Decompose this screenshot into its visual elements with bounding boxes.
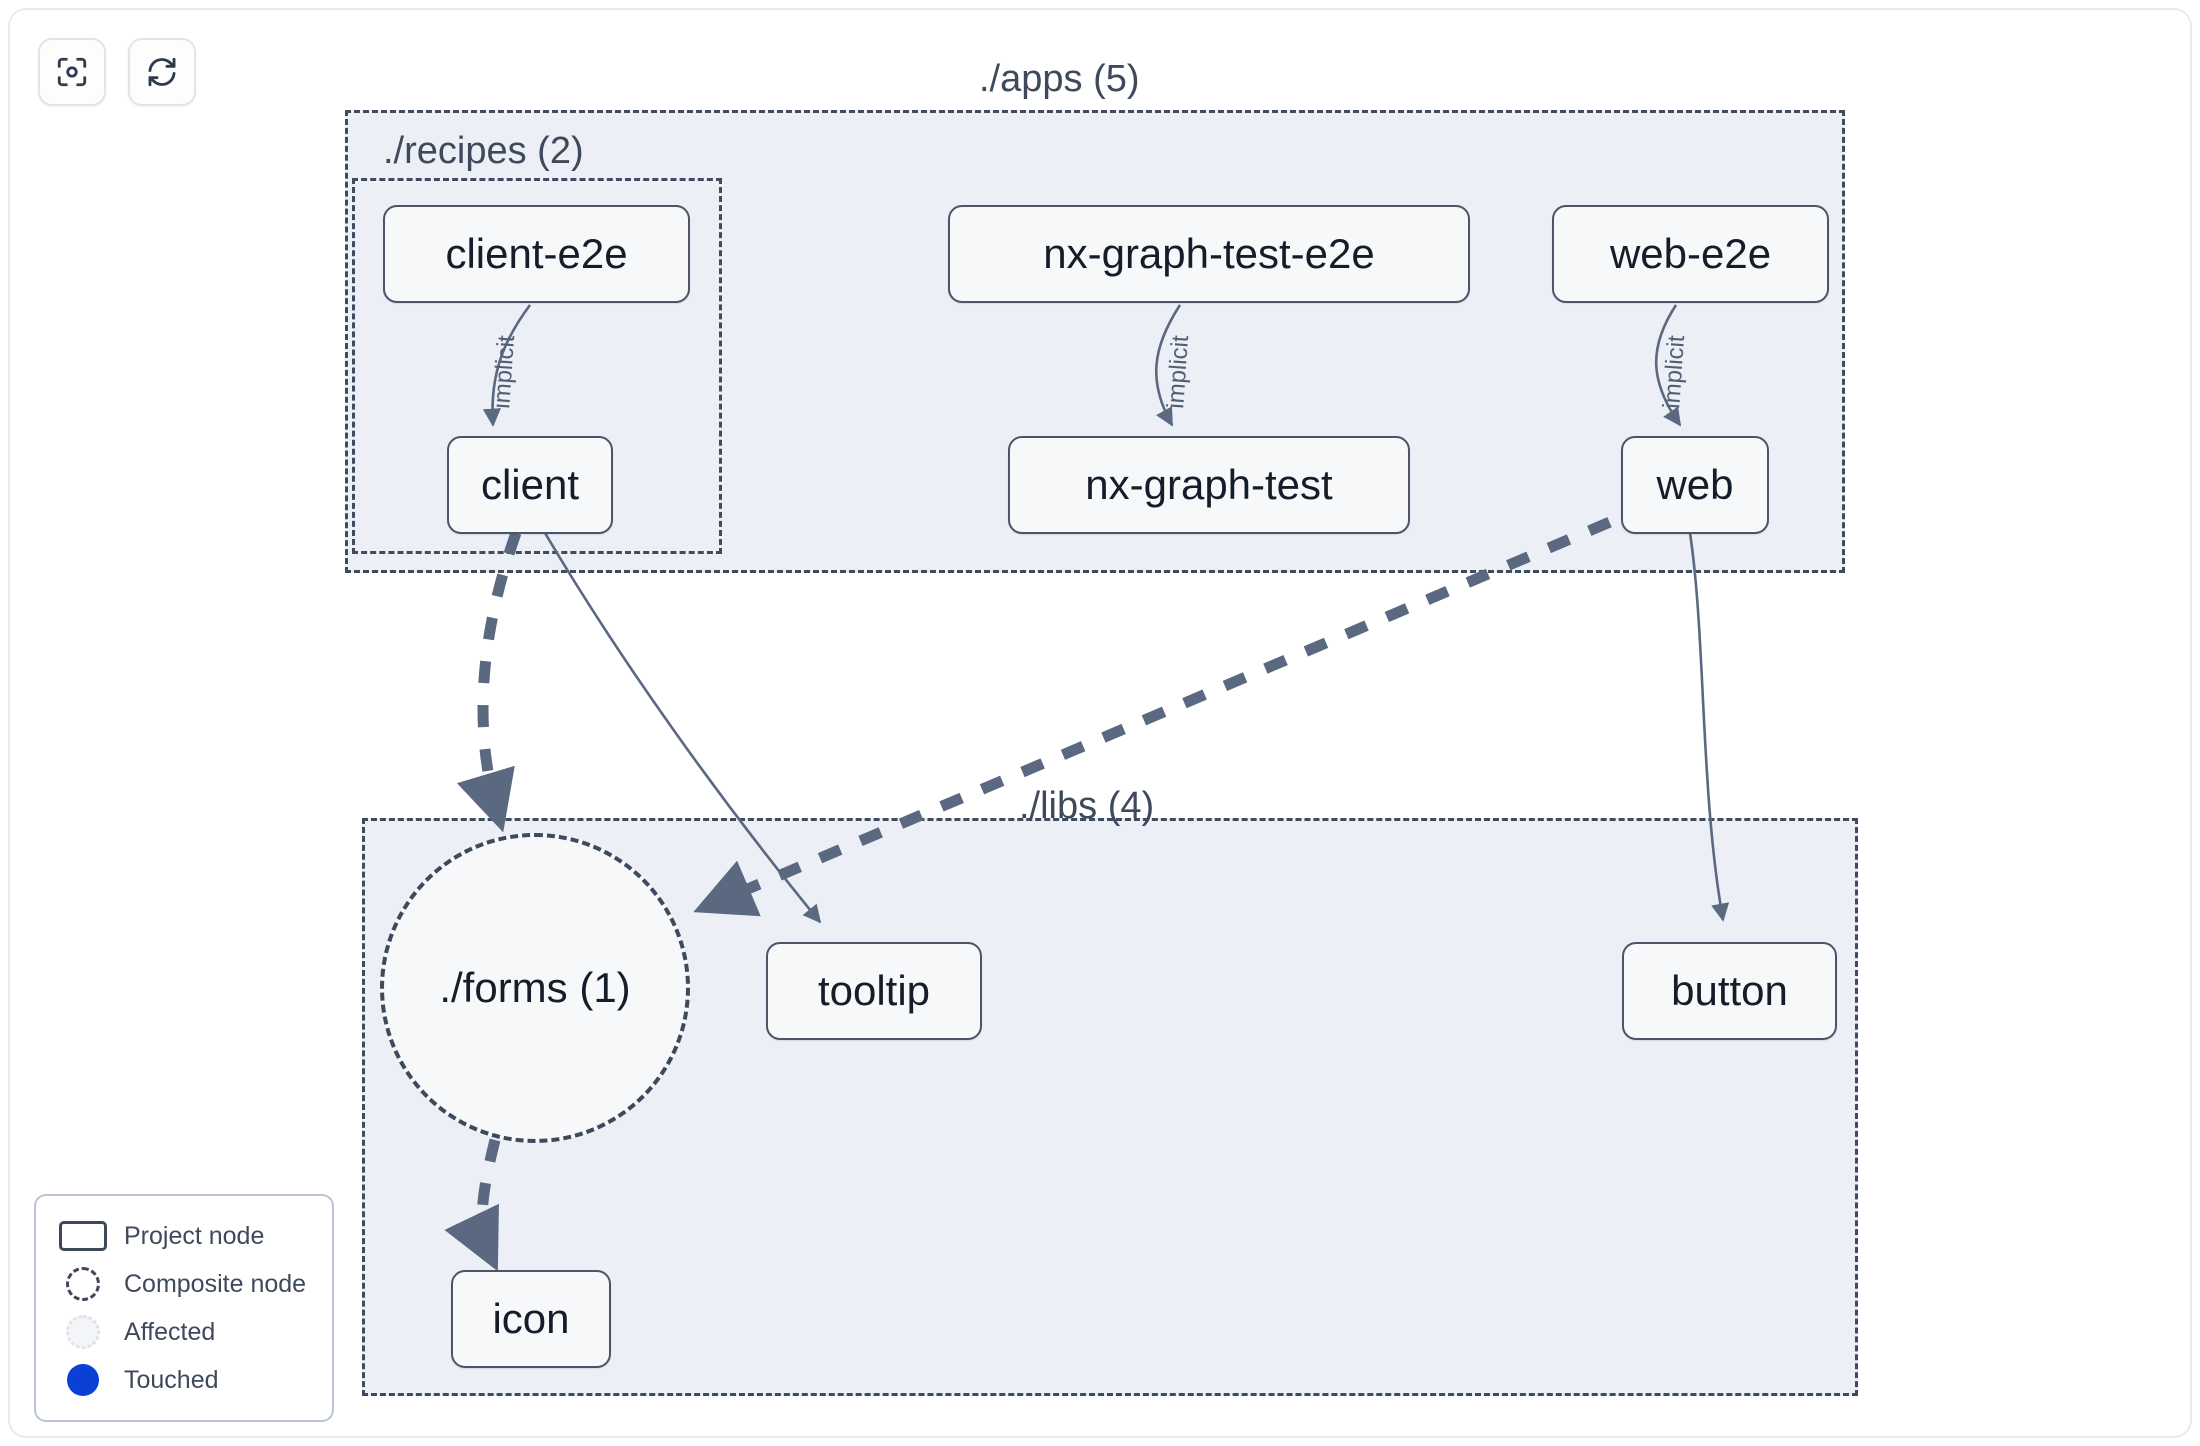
legend-item-touched: Touched xyxy=(54,1356,314,1404)
group-label-libs: ./libs (4) xyxy=(1005,785,1169,828)
node-label: ./forms (1) xyxy=(439,964,631,1011)
node-label: icon xyxy=(492,1295,570,1342)
legend-label: Touched xyxy=(124,1365,219,1394)
graph-toolbar xyxy=(38,38,196,106)
node-label: button xyxy=(1671,967,1788,1014)
node-label: client-e2e xyxy=(445,230,628,277)
project-node-swatch xyxy=(54,1221,112,1251)
legend-label: Project node xyxy=(124,1221,265,1250)
node-web[interactable]: web xyxy=(1621,436,1769,534)
legend-label: Affected xyxy=(124,1317,216,1346)
node-forms-composite[interactable]: ./forms (1) xyxy=(380,833,690,1143)
edge-client-to-forms xyxy=(456,531,522,833)
node-label: nx-graph-test-e2e xyxy=(1043,230,1375,277)
node-tooltip[interactable]: tooltip xyxy=(766,942,982,1040)
refresh-icon xyxy=(145,55,179,89)
touched-swatch xyxy=(54,1364,112,1396)
composite-node-swatch xyxy=(54,1267,112,1301)
node-client[interactable]: client xyxy=(447,436,613,534)
affected-swatch xyxy=(54,1315,112,1349)
group-label-apps: ./apps (5) xyxy=(965,58,1154,101)
node-web-e2e[interactable]: web-e2e xyxy=(1552,205,1829,303)
node-label: web-e2e xyxy=(1609,230,1772,277)
graph-legend: Project node Composite node Affected Tou… xyxy=(34,1194,334,1422)
node-label: nx-graph-test xyxy=(1085,461,1333,508)
node-label: tooltip xyxy=(817,967,931,1014)
legend-item-composite-node: Composite node xyxy=(54,1260,314,1308)
node-nx-graph-test-e2e[interactable]: nx-graph-test-e2e xyxy=(948,205,1470,303)
node-client-e2e[interactable]: client-e2e xyxy=(383,205,690,303)
node-nx-graph-test[interactable]: nx-graph-test xyxy=(1008,436,1410,534)
focus-graph-button[interactable] xyxy=(38,38,106,106)
node-label: client xyxy=(480,461,580,508)
legend-label: Composite node xyxy=(124,1269,307,1298)
node-label: web xyxy=(1656,461,1734,508)
group-label-recipes: ./recipes (2) xyxy=(373,130,594,173)
refresh-graph-button[interactable] xyxy=(128,38,196,106)
legend-item-project-node: Project node xyxy=(54,1212,314,1260)
viewfinder-focus-icon xyxy=(55,55,89,89)
node-button[interactable]: button xyxy=(1622,942,1837,1040)
node-icon[interactable]: icon xyxy=(451,1270,611,1368)
legend-item-affected: Affected xyxy=(54,1308,314,1356)
